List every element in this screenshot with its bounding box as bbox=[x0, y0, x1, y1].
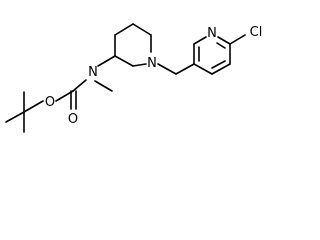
bond-py-n-c6 bbox=[217, 36, 231, 45]
bond-ring-n-c2 bbox=[132, 63, 147, 67]
bond-tbu-to-o bbox=[23, 100, 44, 113]
chemical-structure-diagram: O O N N N Cl bbox=[5, 23, 262, 133]
bond-tbu-methyl-left bbox=[5, 111, 25, 123]
atom-label-layer: O O N N N Cl bbox=[45, 25, 262, 127]
atom-n-carbamate: N bbox=[88, 65, 98, 80]
bond-n-to-ch2 bbox=[157, 63, 177, 75]
bond-py-c5-c4-inner bbox=[211, 60, 226, 69]
bond-n-to-c3 bbox=[97, 55, 116, 67]
atom-n-pyridine: N bbox=[207, 26, 217, 41]
bond-layer bbox=[5, 23, 246, 133]
bond-py-c5-c4 bbox=[211, 63, 231, 75]
bond-ring-c4-c5 bbox=[114, 23, 134, 36]
bond-py-c2-n bbox=[193, 36, 207, 45]
atom-o-carbonyl: O bbox=[68, 112, 78, 127]
structure-canvas: O O N N N Cl bbox=[5, 23, 262, 133]
bond-n-methyl bbox=[94, 80, 113, 92]
atom-n-piperidine: N bbox=[147, 56, 157, 71]
atom-chlorine: Cl bbox=[250, 25, 263, 40]
bond-carbonyl-to-n bbox=[72, 79, 87, 92]
bond-py-c4-c3 bbox=[193, 63, 213, 75]
bond-c6-to-cl bbox=[229, 34, 246, 45]
bond-ring-c5-c6 bbox=[132, 23, 152, 36]
bond-o-to-carbonyl-c bbox=[55, 90, 74, 102]
bond-ch2-to-pyridine bbox=[175, 63, 195, 75]
bond-ring-c2-c3 bbox=[114, 55, 134, 67]
atom-o-ester: O bbox=[45, 95, 55, 110]
bond-py-n-c6-inner bbox=[216, 42, 226, 49]
